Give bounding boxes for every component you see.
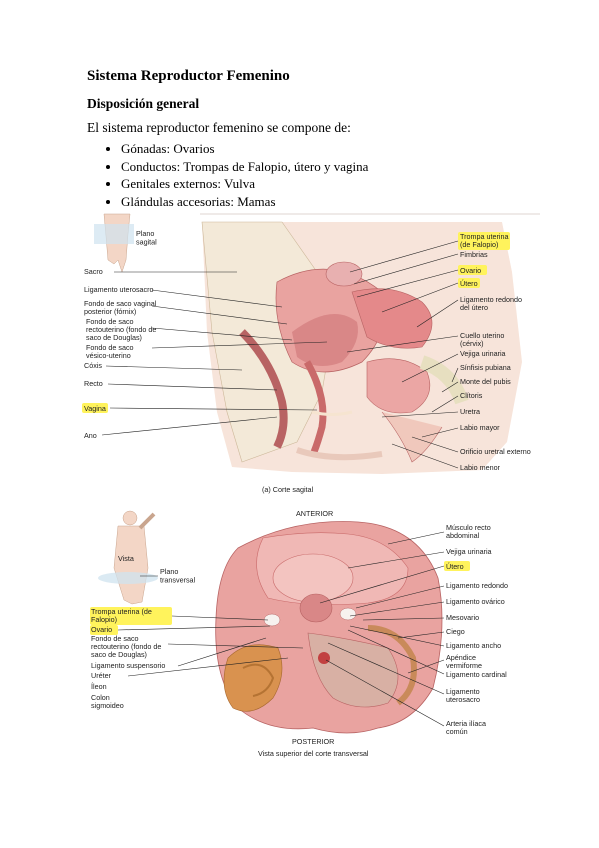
- label-ovario: Ovario: [91, 625, 112, 634]
- transverse-anatomy: [215, 521, 443, 734]
- label-ligamento-suspensorio: Ligamento suspensorio: [91, 661, 165, 670]
- label-ciego: Ciego: [446, 627, 465, 636]
- section-heading: Disposición general: [87, 96, 200, 111]
- label-ligamento-redondo: Ligamento redondo: [446, 581, 508, 590]
- label-cuello-uterino: Cuello uterino(cérvix): [460, 331, 504, 348]
- label-ovario: Ovario: [460, 266, 481, 275]
- label-mesovario: Mesovario: [446, 613, 479, 622]
- label-utero: Útero: [460, 279, 478, 288]
- label-trompa-uterina: Trompa uterina(de Falopio): [460, 232, 508, 249]
- component-list: Gónadas: Ovarios Conductos: Trompas de F…: [87, 140, 368, 210]
- label-ileon: Íleon: [91, 682, 107, 691]
- label-ligamento-ovarico: Ligamento ovárico: [446, 597, 505, 606]
- label-labio-mayor: Labio mayor: [460, 423, 500, 432]
- label-monte-pubis: Monte del pubis: [460, 377, 511, 386]
- label-ureter: Uréter: [91, 671, 112, 680]
- label-fimbrias: Fimbrias: [460, 250, 488, 259]
- list-item: Genitales externos: Vulva: [121, 175, 368, 193]
- label-vejiga-urinaria: Vejiga urinaria: [460, 349, 506, 358]
- label-labio-menor: Labio menor: [460, 463, 501, 472]
- label-anterior: ANTERIOR: [296, 509, 333, 518]
- figure-caption: (a) Corte sagital: [262, 485, 314, 494]
- sagittal-anatomy: [201, 221, 522, 474]
- label-sacro: Sacro: [84, 267, 103, 276]
- label-vagina: Vagina: [84, 404, 106, 413]
- document-title: Sistema Reproductor Femenino: [87, 68, 290, 84]
- label-coxis: Cóxis: [84, 361, 102, 370]
- label-ligamento-ancho: Ligamento ancho: [446, 641, 501, 650]
- list-item: Glándulas accesorias: Mamas: [121, 193, 368, 211]
- list-item: Gónadas: Ovarios: [121, 140, 368, 158]
- label-ligamento-uterosacro: Ligamento uterosacro: [84, 285, 154, 294]
- label-posterior: POSTERIOR: [292, 737, 334, 746]
- label-clitoris: Clítoris: [460, 391, 483, 400]
- leader-lines: [101, 240, 459, 469]
- label-ligamento-cardinal: Ligamento cardinal: [446, 670, 507, 679]
- label-orificio-uretral: Orificio uretral externo: [460, 447, 531, 456]
- label-vejiga-urinaria: Vejiga urinaria: [446, 547, 492, 556]
- label-sinfisis-pubiana: Sínfisis pubiana: [460, 363, 511, 372]
- label-uretra: Uretra: [460, 407, 480, 416]
- leader-lines: [117, 531, 445, 727]
- intro-paragraph: El sistema reproductor femenino se compo…: [87, 120, 351, 135]
- label-vista: Vista: [118, 554, 134, 563]
- body-thumbnail: [94, 213, 134, 273]
- body-thumbnail: [98, 510, 158, 605]
- label-recto: Recto: [84, 379, 103, 388]
- label-utero: Útero: [446, 562, 464, 571]
- figure-caption: Vista superior del corte transversal: [258, 749, 369, 758]
- list-item: Conductos: Trompas de Falopio, útero y v…: [121, 158, 368, 176]
- label-ano: Ano: [84, 431, 97, 440]
